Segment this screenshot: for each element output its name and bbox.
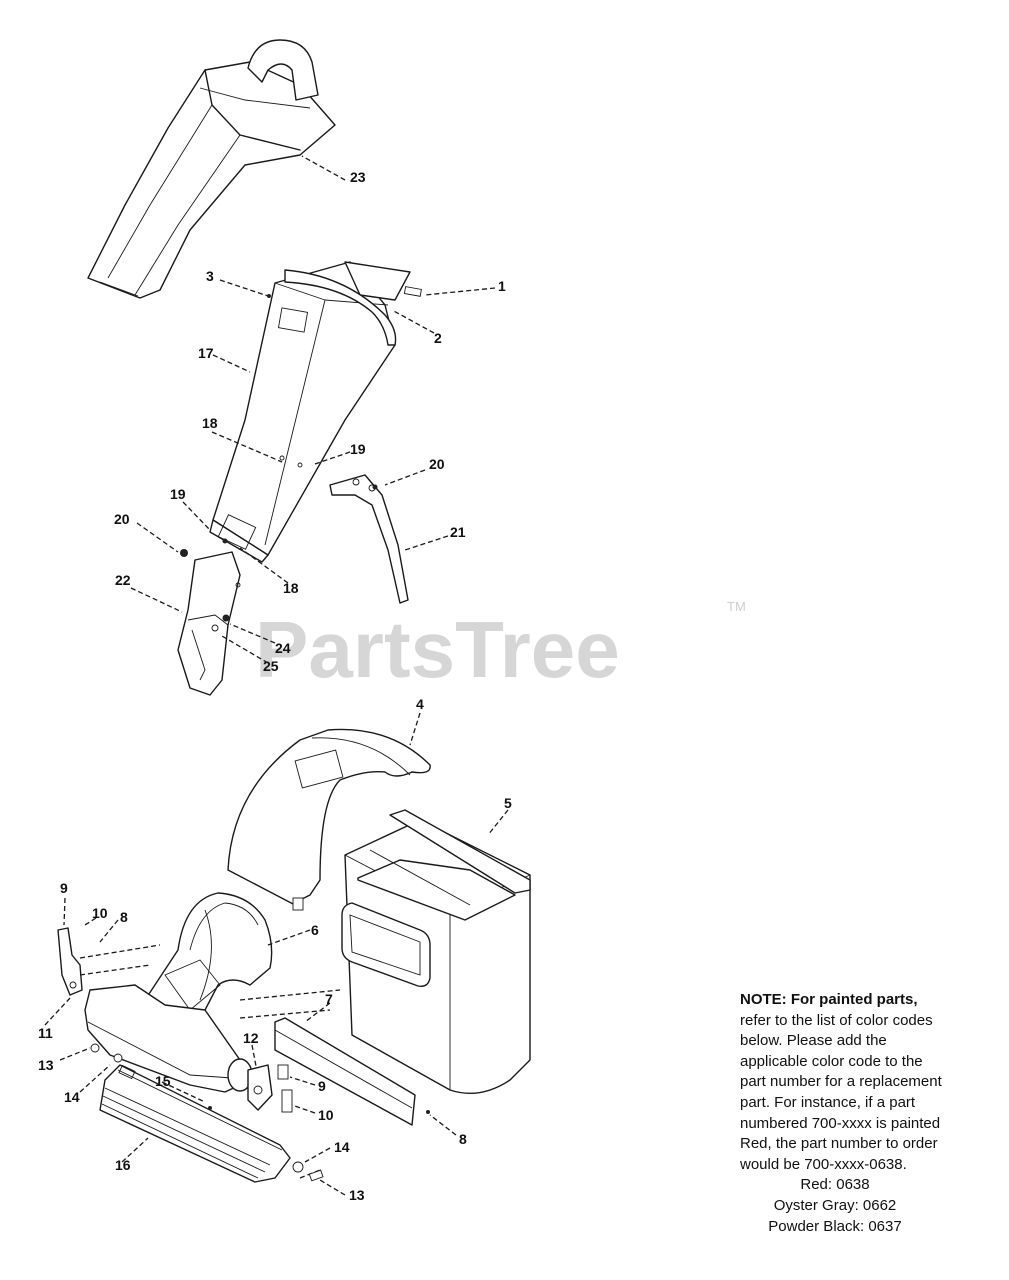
part-23-chute-deflector [87,39,336,299]
color-code-powder-black: Powder Black: 0637 [768,1217,902,1235]
callout-8-left: 8 [120,909,128,925]
callout-13-left: 13 [38,1057,54,1073]
callout-14-right: 14 [334,1139,350,1155]
callout-22: 22 [115,572,131,588]
callout-3: 3 [206,268,214,284]
callout-12: 12 [243,1030,259,1046]
callout-8-right: 8 [459,1131,467,1147]
callout-17: 17 [198,345,214,361]
part-1-2-top-bracket [284,261,422,346]
leader-lines [44,155,509,1196]
note-line: part. For instance, if a part [740,1093,916,1111]
callout-1: 1 [498,278,506,294]
callout-18-lower: 18 [283,580,299,596]
callout-13-right: 13 [349,1187,365,1203]
part-7-trim-strip [274,1017,416,1126]
callout-18-upper: 18 [202,415,218,431]
callout-20-right: 20 [429,456,445,472]
callout-5: 5 [504,795,512,811]
callout-10-left: 10 [92,905,108,921]
callout-9-right: 9 [318,1078,326,1094]
note-line: refer to the list of color codes [740,1011,933,1029]
callout-10-right: 10 [318,1107,334,1123]
callout-19-lower: 19 [170,486,186,502]
watermark-trademark: TM [727,599,746,614]
lower-hardware [90,1043,430,1182]
callout-24: 24 [275,640,291,656]
note-line: numbered 700-xxxx is painted [740,1114,941,1132]
hinge-brackets [57,927,293,1113]
note-line: below. Please add the [740,1032,887,1050]
note-lead: NOTE: For painted parts, [740,991,918,1008]
part-4-housing-cover [227,728,431,911]
callout-23: 23 [350,169,366,185]
note-line: applicable color code to the [740,1052,923,1070]
callout-14-left: 14 [64,1089,80,1105]
note-line: part number for a replacement [740,1073,942,1091]
alignment-lines [79,944,341,1179]
color-code-oyster-gray: Oyster Gray: 0662 [773,1196,897,1214]
note-line: would be 700-xxxx-0638. [740,1155,907,1173]
painted-parts-note: NOTE: For painted parts, refer to the li… [740,990,985,1237]
watermark-brand: PartsTree [255,605,620,694]
callout-19-upper: 19 [350,441,366,457]
callout-16: 16 [115,1157,131,1173]
hardware-dots [180,294,378,622]
part-5-collection-box [341,809,531,1095]
callout-25: 25 [263,658,279,674]
callout-21: 21 [450,524,466,540]
part-16-base-plate [99,1064,291,1183]
callout-6: 6 [311,922,319,938]
callout-4: 4 [416,696,424,712]
callout-11: 11 [38,1025,53,1041]
callout-9-left: 9 [60,880,68,896]
callout-20-left: 20 [114,511,130,527]
part-22-chute-adapter [177,551,241,696]
color-code-red: Red: 0638 [800,1176,870,1194]
note-line: Red, the part number to order [740,1135,938,1153]
callouts: 23 1 3 2 17 18 19 20 19 20 21 18 22 24 2… [38,169,512,1203]
part-21-chute-handle [329,474,409,604]
callout-7: 7 [325,991,333,1007]
callout-15: 15 [155,1073,171,1089]
callout-2: 2 [434,330,442,346]
